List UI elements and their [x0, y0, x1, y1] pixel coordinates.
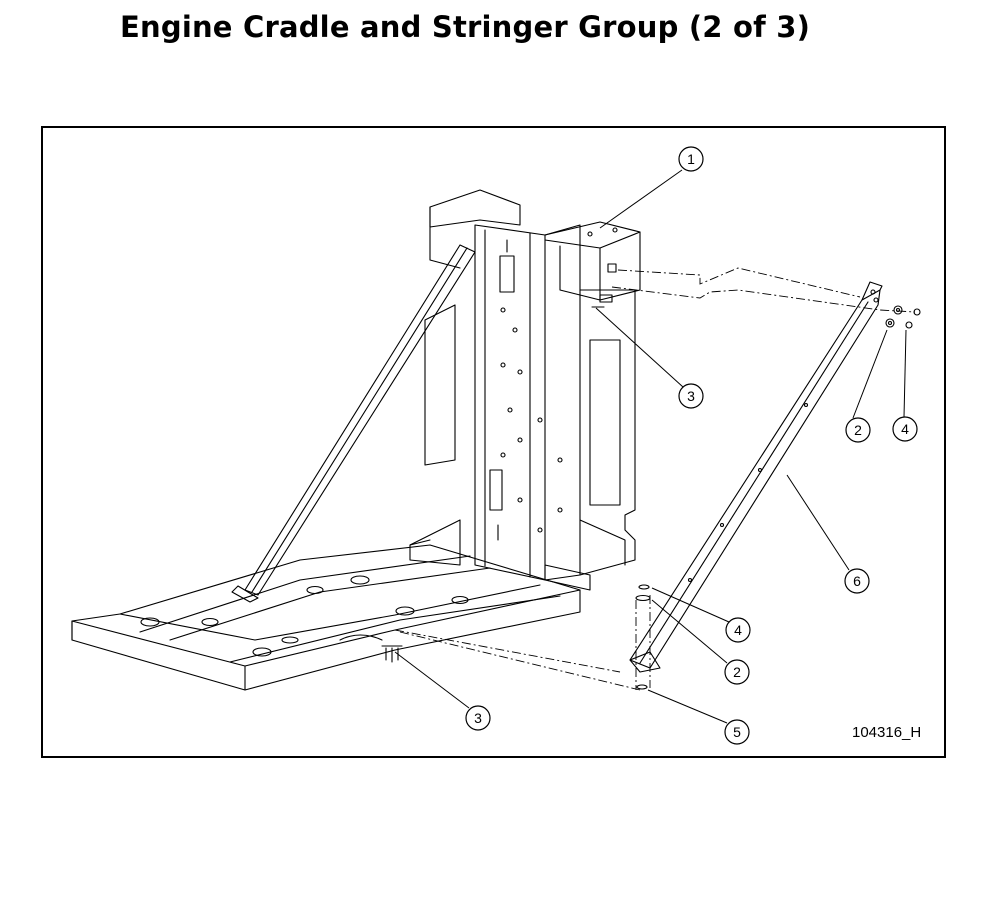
callout-2-lower-label: 2	[733, 664, 741, 680]
lower-stringer-hardware	[635, 584, 651, 690]
callout-6: 6	[844, 568, 870, 594]
callout-4-upper-label: 4	[901, 421, 909, 437]
cradle-base-plate	[71, 544, 581, 691]
callout-2-upper: 2	[845, 417, 871, 443]
callout-2-lower: 2	[724, 659, 750, 685]
callout-5-label: 5	[733, 724, 741, 740]
callout-6-label: 6	[853, 573, 861, 589]
callout-5: 5	[724, 719, 750, 745]
callout-1: 1	[678, 146, 704, 172]
right-stringer	[629, 281, 883, 673]
left-diagonal-brace	[231, 244, 476, 603]
cradle-right-side-plate	[544, 289, 636, 591]
callout-4-upper: 4	[892, 416, 918, 442]
callout-1-label: 1	[687, 151, 695, 167]
callout-3-upper-label: 3	[687, 388, 695, 404]
column-bolts	[591, 263, 617, 308]
callout-2-upper-label: 2	[854, 422, 862, 438]
leader-lines	[394, 169, 907, 724]
callout-3-upper: 3	[678, 383, 704, 409]
callouts: 1 3 2 4 6 4 2 3	[465, 146, 918, 745]
upper-washer-nut-set	[885, 305, 921, 329]
callout-4-lower-label: 4	[734, 622, 742, 638]
figure-id: 104316_H	[852, 724, 921, 741]
callout-3-lower: 3	[465, 705, 491, 731]
cradle-left-side-plate	[409, 189, 521, 566]
callout-4-lower: 4	[725, 617, 751, 643]
callout-3-lower-label: 3	[474, 710, 482, 726]
cradle-center-column	[474, 224, 581, 581]
page-title: Engine Cradle and Stringer Group (2 of 3…	[120, 10, 811, 44]
assembly-lines	[394, 267, 916, 691]
lower-bolts	[381, 645, 403, 663]
